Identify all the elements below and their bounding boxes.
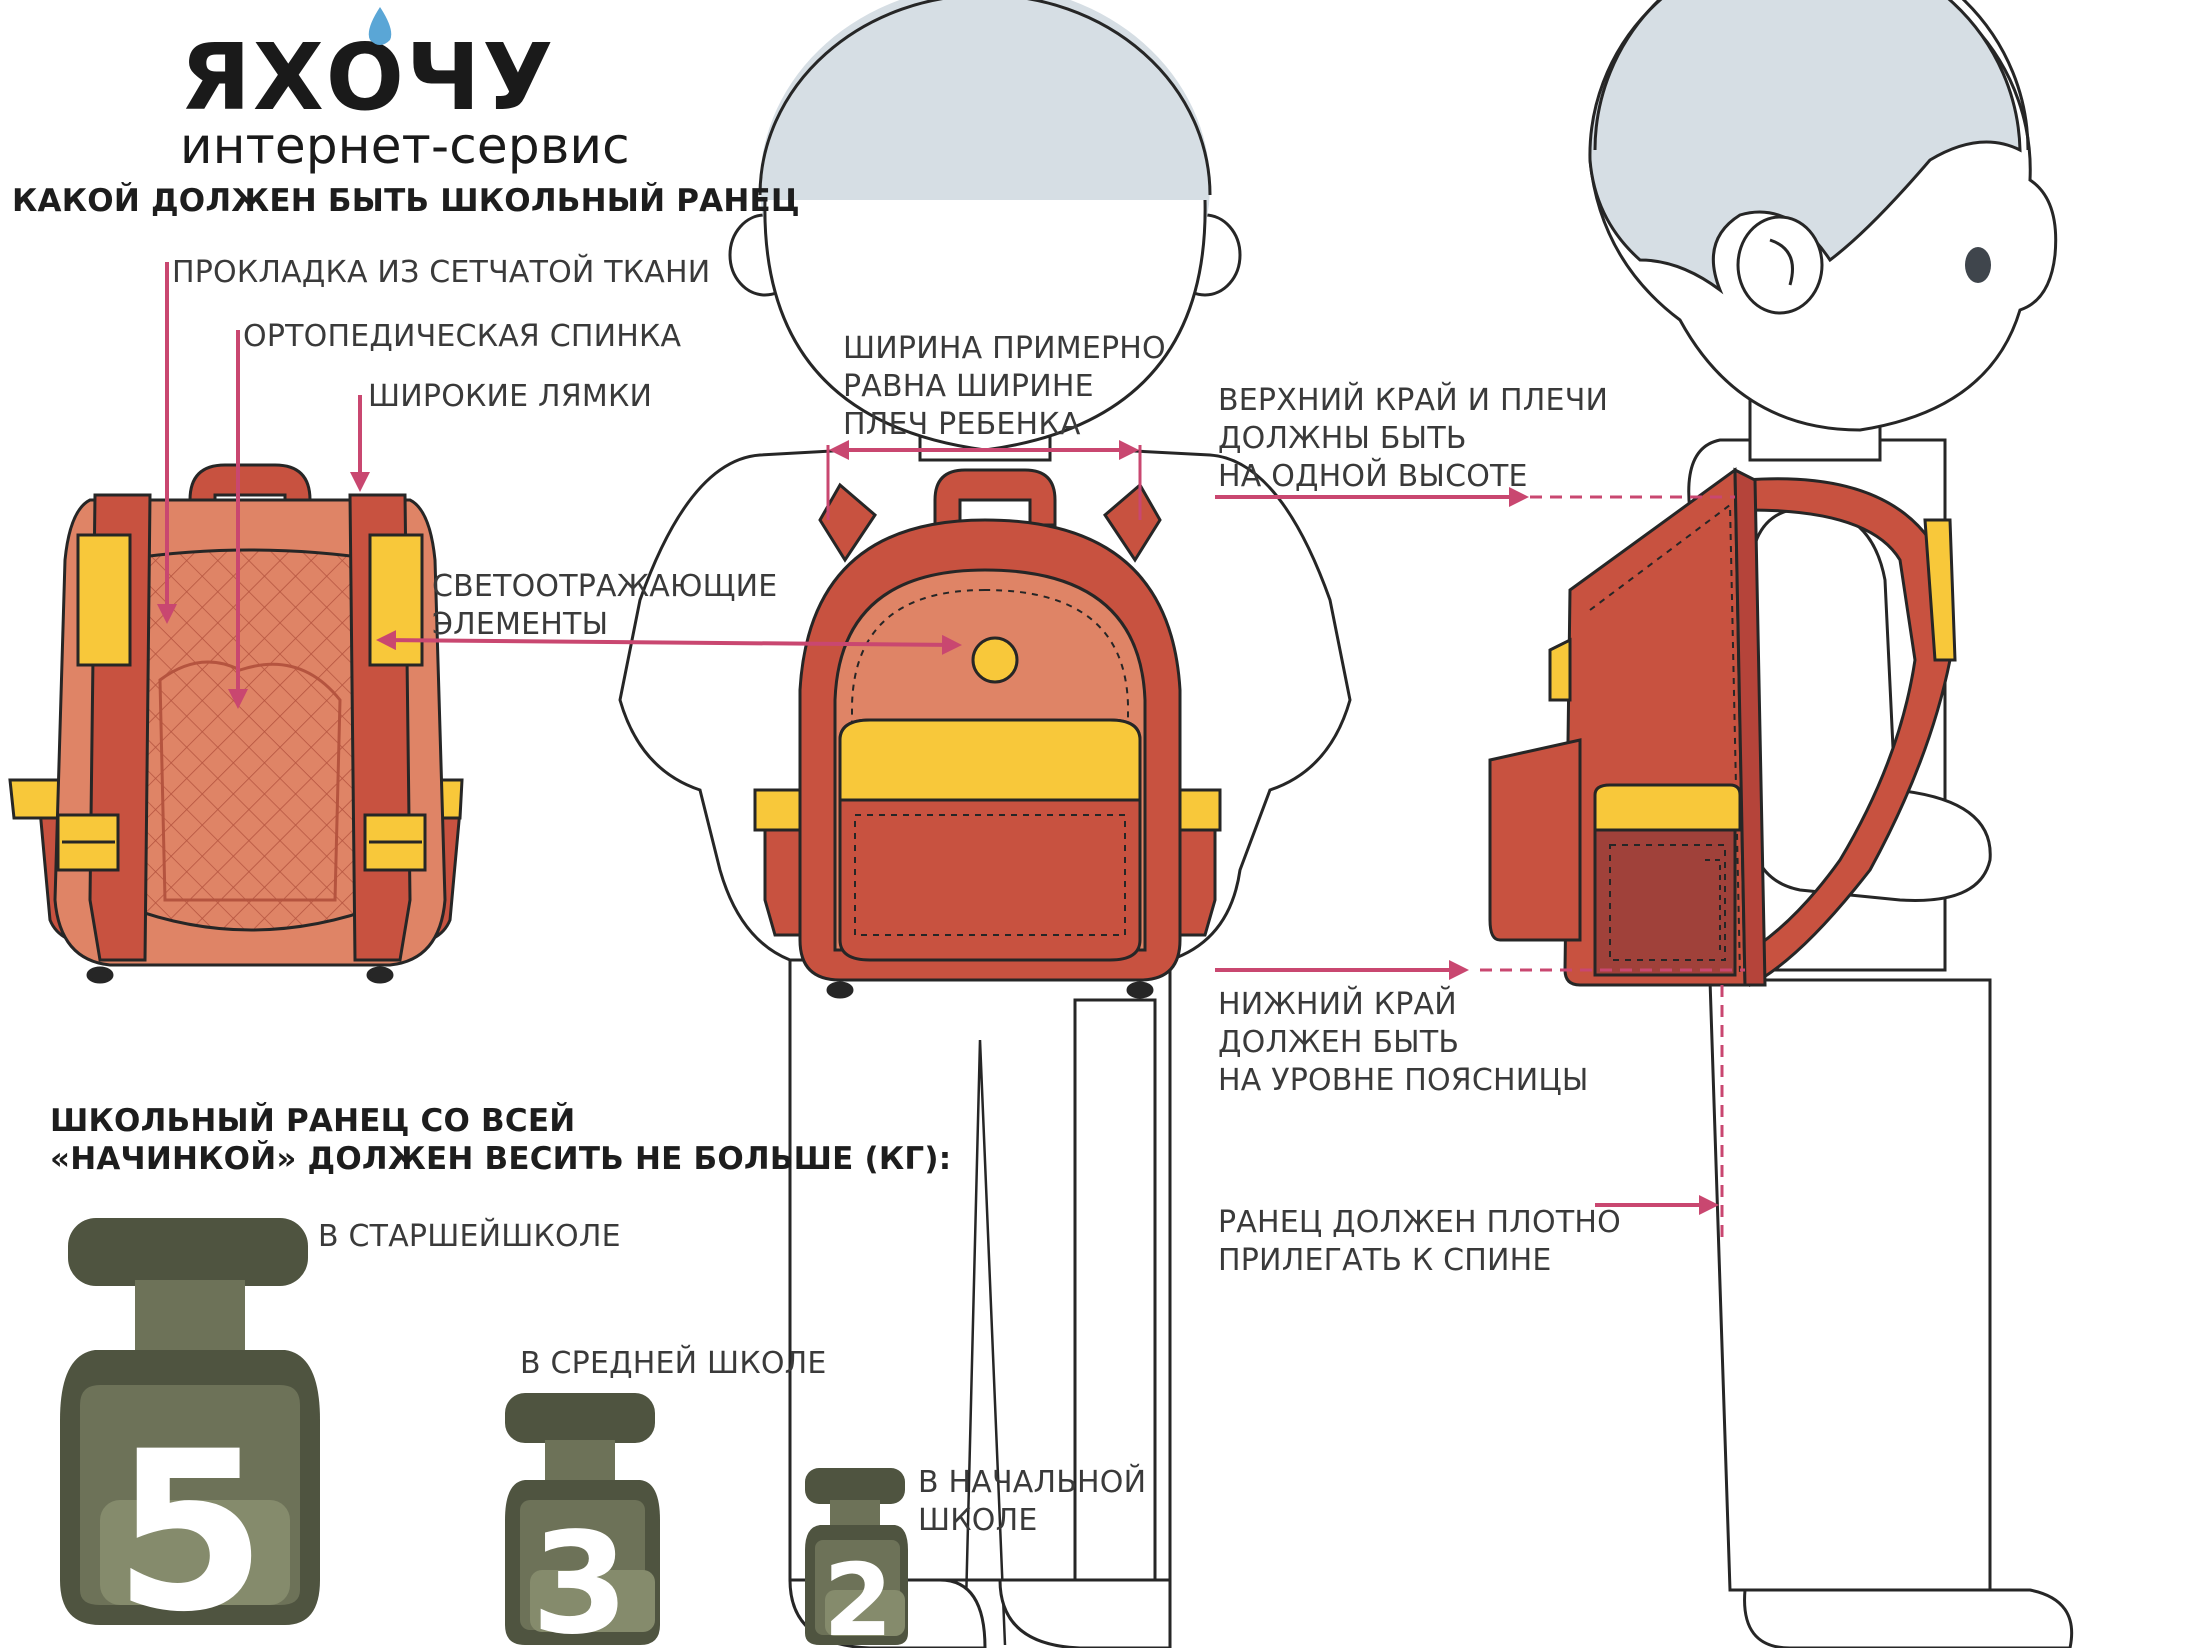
- weight-label-high: В СТАРШЕЙШКОЛЕ: [318, 1219, 621, 1254]
- label-top-2: ДОЛЖНЫ БЫТЬ: [1218, 421, 1467, 456]
- page-title: КАКОЙ ДОЛЖЕН БЫТЬ ШКОЛЬНЫЙ РАНЕЦ: [12, 183, 800, 219]
- brand-tagline: интернет-сервис: [180, 117, 630, 175]
- label-top-1: ВЕРХНИЙ КРАЙ И ПЛЕЧИ: [1218, 383, 1609, 418]
- label-fit-2: ПРИЛЕГАТЬ К СПИНЕ: [1218, 1243, 1552, 1278]
- weight-label-primary-2: ШКОЛЕ: [918, 1503, 1038, 1538]
- label-mesh: ПРОКЛАДКА ИЗ СЕТЧАТОЙ ТКАНИ: [172, 255, 711, 290]
- weight-label-middle: В СРЕДНЕЙ ШКОЛЕ: [520, 1346, 827, 1381]
- reflective-arrow: [376, 630, 962, 655]
- label-width-1: ШИРИНА ПРИМЕРНО: [843, 331, 1166, 366]
- weight-2kg: 2: [805, 1468, 908, 1648]
- label-reflective-1: СВЕТООТРАЖАЮЩИЕ: [432, 569, 778, 604]
- side-child-figure: [1588, 0, 2074, 1648]
- weight-label-primary-1: В НАЧАЛЬНОЙ: [918, 1465, 1147, 1500]
- brand-logo: ЯХОЧУ: [180, 24, 556, 131]
- label-top-3: НА ОДНОЙ ВЫСОТЕ: [1218, 459, 1528, 494]
- label-straps: ШИРОКИЕ ЛЯМКИ: [368, 379, 653, 414]
- weight-value: 3: [531, 1503, 628, 1648]
- annotation-arrows: [157, 262, 1745, 1240]
- label-ortho: ОРТОПЕДИЧЕСКАЯ СПИНКА: [243, 319, 682, 354]
- label-bottom-3: НА УРОВНЕ ПОЯСНИЦЫ: [1218, 1063, 1589, 1098]
- weight-value: 5: [113, 1404, 266, 1648]
- label-width-2: РАВНА ШИРИНЕ: [843, 369, 1094, 404]
- weight-value: 2: [823, 1542, 893, 1648]
- weight-3kg: 3: [505, 1393, 660, 1648]
- width-guides: [826, 445, 1142, 520]
- label-bottom-1: НИЖНИЙ КРАЙ: [1218, 987, 1457, 1022]
- label-reflective-2: ЭЛЕМЕНТЫ: [432, 607, 609, 642]
- eye-icon: [1965, 247, 1991, 283]
- label-bottom-2: ДОЛЖЕН БЫТЬ: [1218, 1025, 1460, 1060]
- weight-5kg: 5: [60, 1218, 320, 1648]
- weights-heading-2: «НАЧИНКОЙ» ДОЛЖЕН ВЕСИТЬ НЕ БОЛЬШЕ (КГ):: [50, 1141, 952, 1177]
- water-drop-icon: [368, 7, 392, 45]
- label-width-3: ПЛЕЧ РЕБЕНКА: [843, 407, 1081, 442]
- weights-heading-1: ШКОЛЬНЫЙ РАНЕЦ СО ВСЕЙ: [50, 1103, 576, 1139]
- label-fit-1: РАНЕЦ ДОЛЖЕН ПЛОТНО: [1218, 1205, 1621, 1240]
